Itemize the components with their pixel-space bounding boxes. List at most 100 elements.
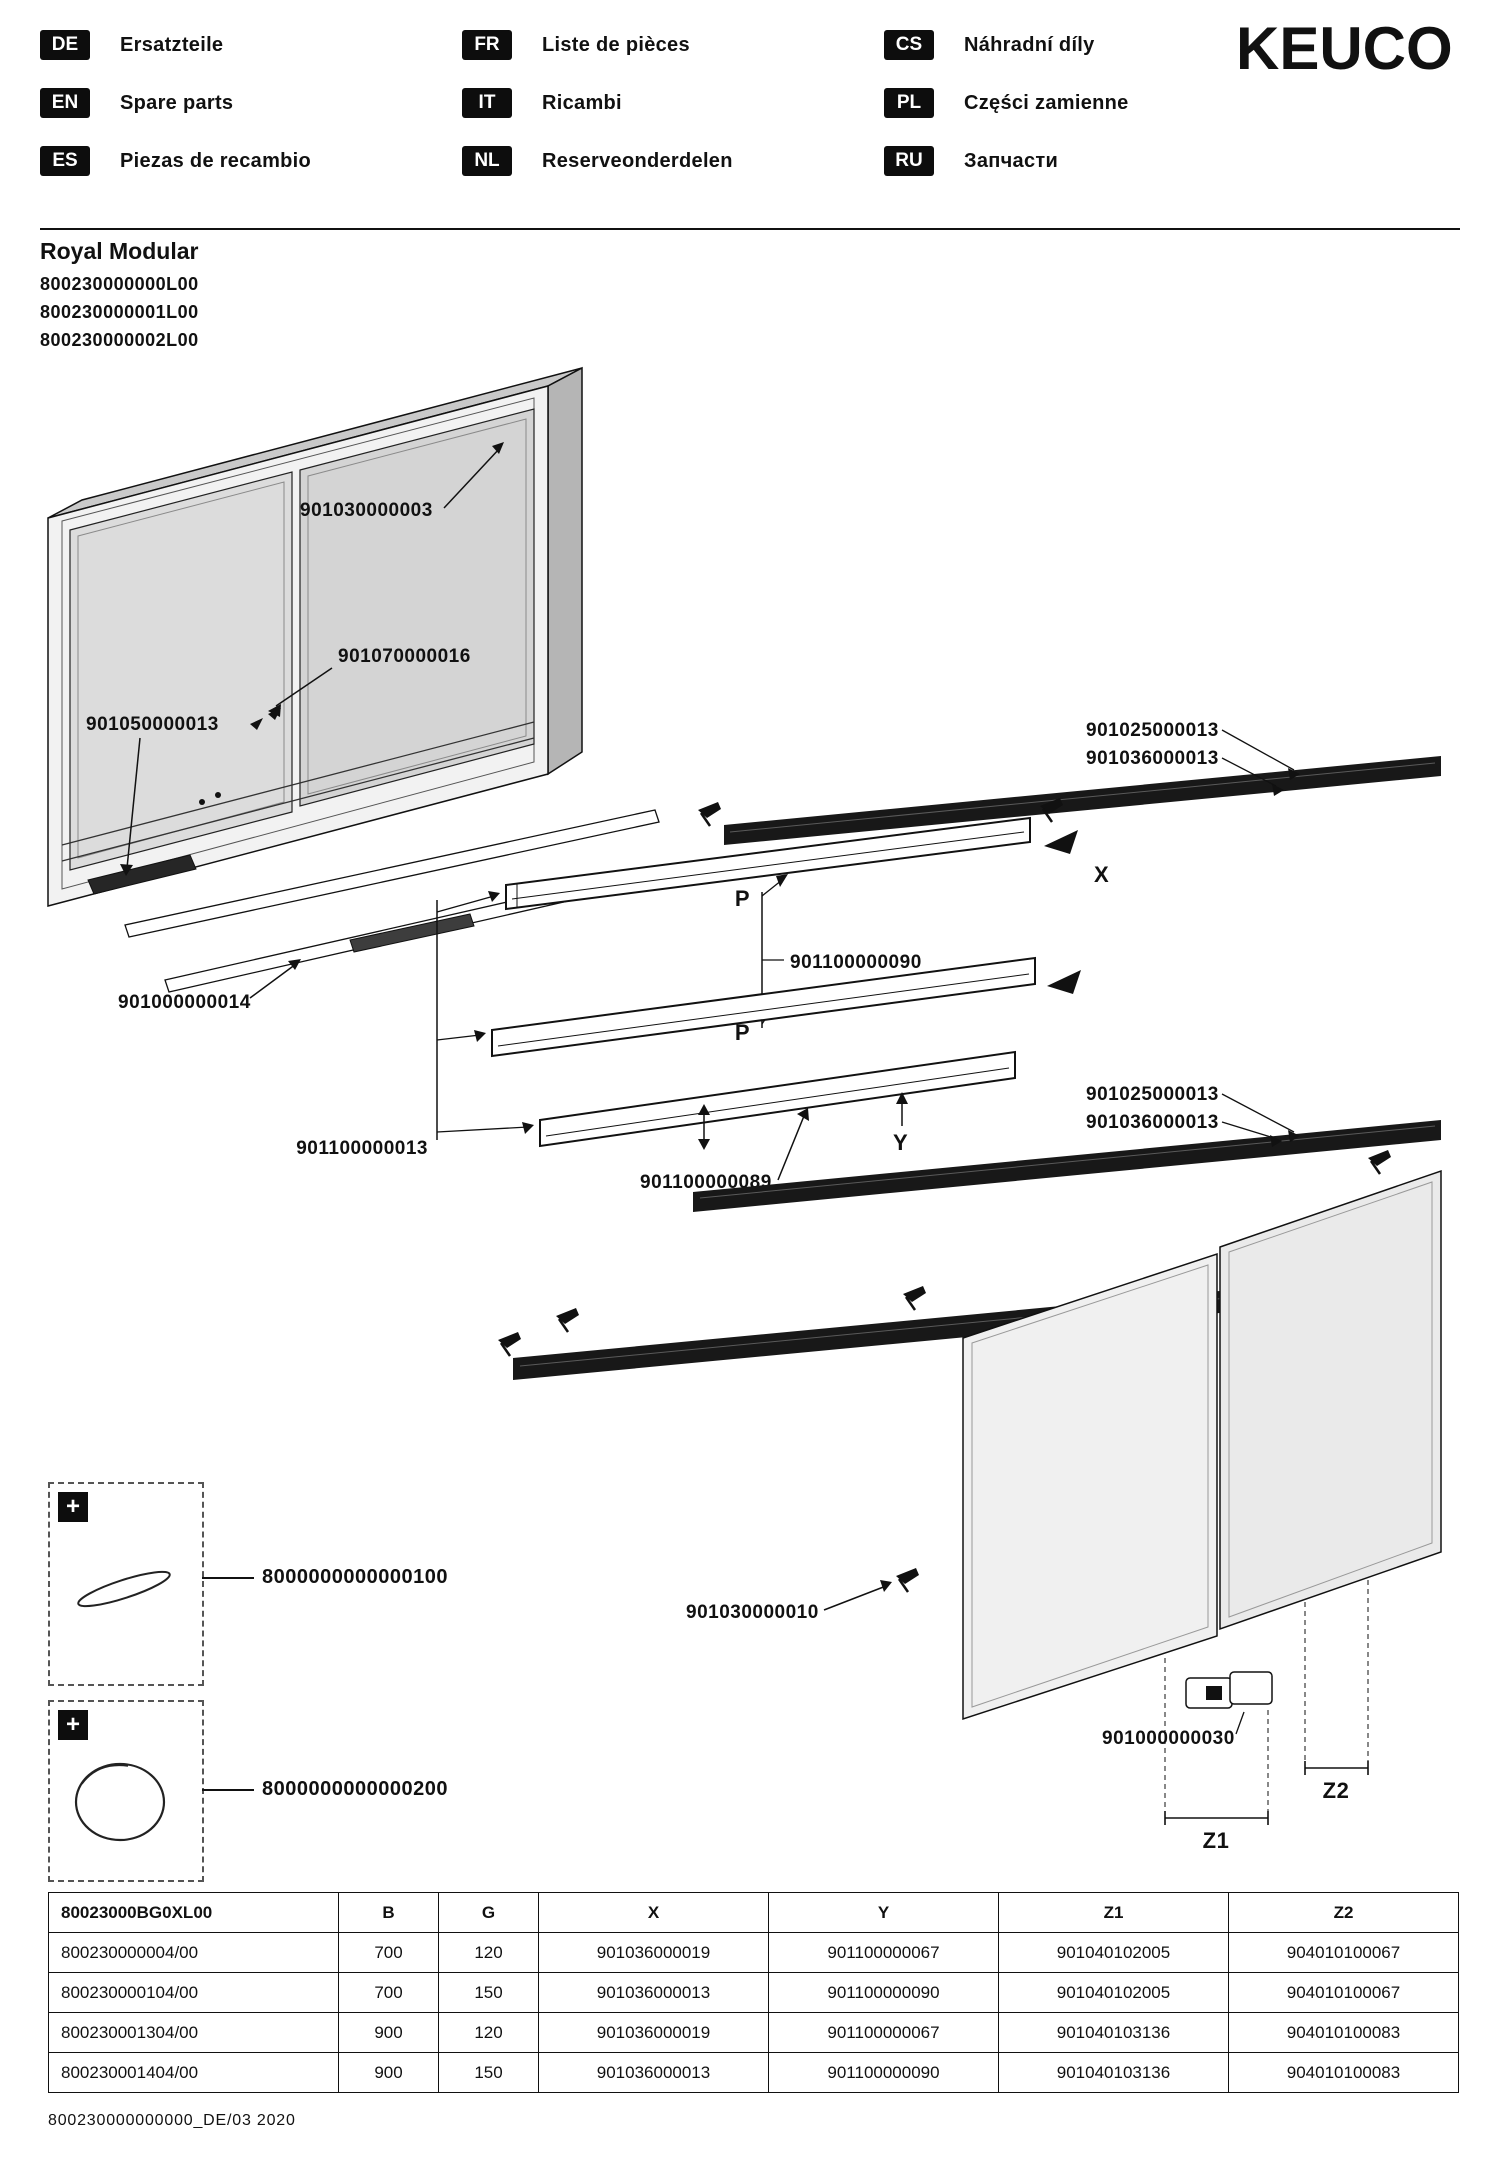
detail-part-number: 8000000000000100	[262, 1566, 448, 1588]
product-code: 800230000002L00	[40, 330, 199, 350]
profiles-left-bracket: 901100000013	[296, 891, 534, 1159]
col-header-b: B	[338, 1892, 439, 1933]
cell-product: 800230000004/00	[48, 1932, 339, 1973]
table-header-row: 80023000BG0XL00 B G X Y Z1 Z2	[48, 1892, 1459, 1933]
cell-product: 800230001404/00	[48, 2052, 339, 2093]
lang-entry-it: IT Ricambi	[462, 88, 622, 118]
lang-label: Części zamienne	[964, 91, 1129, 114]
cell-g: 150	[438, 1972, 539, 2013]
cell-z2: 904010100067	[1228, 1972, 1459, 2013]
lang-code-badge: RU	[884, 146, 934, 176]
cell-z2: 904010100083	[1228, 2052, 1459, 2093]
cabinet-body	[47, 366, 583, 907]
col-header-product: 80023000BG0XL00	[48, 1892, 339, 1933]
cell-y: 901100000090	[768, 1972, 999, 2013]
part-label: 901000000030	[1102, 1728, 1235, 1749]
cell-b: 700	[338, 1932, 439, 1973]
lang-label: Náhradní díly	[964, 33, 1095, 56]
cell-z2: 904010100067	[1228, 1932, 1459, 1973]
lang-label: Spare parts	[120, 91, 234, 114]
cell-y: 901100000067	[768, 2012, 999, 2053]
mirror-doors: 901030000010	[686, 1148, 1442, 1721]
lang-label: Запчасти	[964, 149, 1059, 172]
light-profile-top: 901025000013 901036000013	[696, 720, 1441, 845]
cell-g: 120	[438, 2012, 539, 2053]
cover-profile-x: X	[505, 796, 1109, 911]
lang-code-badge: PL	[884, 88, 934, 118]
cell-z1: 901040102005	[998, 1972, 1229, 2013]
cell-y: 901100000090	[768, 2052, 999, 2093]
arrow-icon	[1047, 970, 1081, 994]
plus-icon: +	[58, 1710, 88, 1740]
part-label: 901025000013	[1086, 1084, 1219, 1105]
wiper-part-drawing	[77, 1570, 171, 1608]
cell-x: 901036000013	[538, 1972, 769, 2013]
marker-z1: Z1	[1203, 1828, 1230, 1853]
detail-part-number: 8000000000000200	[262, 1778, 448, 1800]
part-label: 901050000013	[86, 714, 219, 735]
part-label: 901100000090	[790, 952, 922, 973]
lang-entry-fr: FR Liste de pièces	[462, 30, 690, 60]
product-title: Royal Modular	[40, 238, 199, 264]
cover-profiles-middle	[491, 956, 1081, 1148]
variant-table: 80023000BG0XL00 B G X Y Z1 Z2 8002300000…	[48, 1892, 1459, 2093]
col-header-y: Y	[768, 1892, 999, 1933]
lang-entry-de: DE Ersatzteile	[40, 30, 223, 60]
mounting-bracket-group: 901000000030 Z2 Z1	[1102, 1580, 1369, 1853]
marker-p-top: P	[735, 886, 750, 911]
part-label: 901030000003	[300, 500, 433, 521]
marker-x: X	[1094, 862, 1109, 887]
table-row: 800230000104/00 700 150 901036000013 901…	[48, 1972, 1459, 2013]
light-profile-middle: 901025000013 901036000013	[693, 1084, 1441, 1212]
lang-code-badge: EN	[40, 88, 90, 118]
clip-icon	[696, 800, 723, 828]
lang-entry-nl: NL Reserveonderdelen	[462, 146, 733, 176]
ring-part-drawing	[74, 1762, 166, 1842]
col-header-z2: Z2	[1228, 1892, 1459, 1933]
arrow-icon	[1044, 830, 1078, 854]
keuco-logo: KEUCO	[1236, 15, 1453, 82]
cabinet-labels: 901030000003 901070000016 901050000013 9…	[86, 442, 504, 1013]
cell-y: 901100000067	[768, 1932, 999, 1973]
part-label: 901000000014	[118, 992, 251, 1013]
cell-b: 700	[338, 1972, 439, 2013]
cell-product: 800230000104/00	[48, 1972, 339, 2013]
lang-entry-en: EN Spare parts	[40, 88, 233, 118]
lang-entry-cs: CS Náhradní díly	[884, 30, 1095, 60]
col-header-g: G	[438, 1892, 539, 1933]
cell-g: 150	[438, 2052, 539, 2093]
document-code: 800230000000000_DE/03 2020	[48, 2112, 296, 2129]
clip-icon	[901, 1284, 928, 1312]
col-header-x: X	[538, 1892, 769, 1933]
header-divider	[40, 228, 1460, 230]
lang-label: Ersatzteile	[120, 33, 224, 56]
exploded-diagram: 901030000003 901070000016 901050000013 9…	[47, 366, 1442, 1853]
detail-box-wiper: +	[48, 1482, 204, 1686]
part-label: 901036000013	[1086, 1112, 1219, 1133]
lang-code-badge: CS	[884, 30, 934, 60]
lang-code-badge: IT	[462, 88, 512, 118]
marker-z2: Z2	[1323, 1778, 1350, 1803]
product-code: 800230000001L00	[40, 302, 199, 322]
product-code: 800230000000L00	[40, 274, 199, 294]
lang-entry-pl: PL Części zamienne	[884, 88, 1129, 118]
cell-z1: 901040103136	[998, 2052, 1229, 2093]
part-label: 901025000013	[1086, 720, 1219, 741]
lang-label: Liste de pièces	[542, 33, 690, 56]
lang-code-badge: FR	[462, 30, 512, 60]
part-label: 901036000013	[1086, 748, 1219, 769]
cell-z2: 904010100083	[1228, 2012, 1459, 2053]
cell-z1: 901040103136	[998, 2012, 1229, 2053]
marker-y: Y	[893, 1130, 908, 1155]
table-row: 800230000004/00 700 120 901036000019 901…	[48, 1932, 1459, 1973]
lang-label: Piezas de recambio	[120, 149, 312, 172]
clip-icon	[496, 1330, 523, 1358]
mirror-door-right	[1219, 1169, 1442, 1631]
lang-code-badge: ES	[40, 146, 90, 176]
clip-icon	[554, 1306, 581, 1334]
part-label: 901100000013	[296, 1138, 428, 1159]
lang-code-badge: NL	[462, 146, 512, 176]
clip-icon	[894, 1566, 921, 1594]
lang-label: Reserveonderdelen	[542, 149, 733, 172]
